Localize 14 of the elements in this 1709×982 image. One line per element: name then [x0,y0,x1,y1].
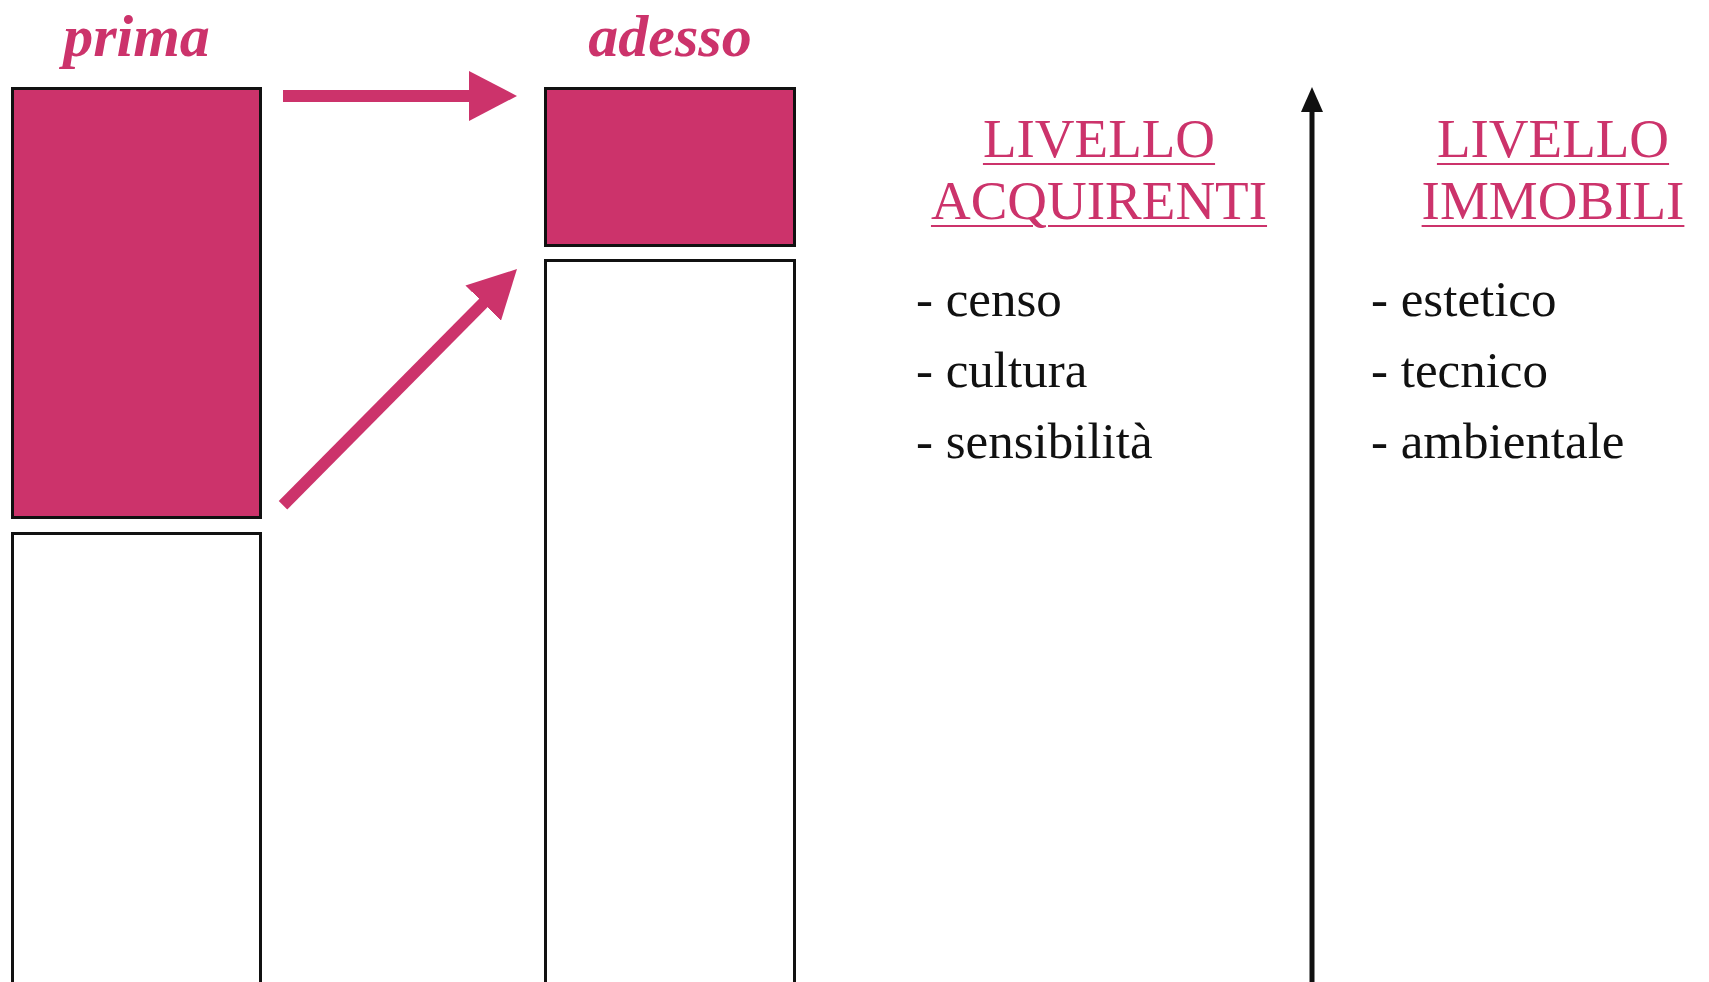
column-heading: prima [14,2,259,71]
empty-box [11,532,262,982]
list-item: - ambientale [1371,412,1625,470]
list-item: - cultura [916,341,1088,399]
list-item: - estetico [1371,270,1557,328]
arrow [278,269,517,510]
list-item: - tecnico [1371,341,1548,399]
section-heading: LIVELLO IMMOBILI [1420,108,1686,232]
column-heading: adesso [587,2,753,71]
list-item: - censo [916,270,1062,328]
arrow [283,71,517,121]
section-heading: LIVELLO ACQUIRENTI [929,108,1269,232]
list-item: - sensibilità [916,412,1153,470]
empty-box [544,259,796,982]
